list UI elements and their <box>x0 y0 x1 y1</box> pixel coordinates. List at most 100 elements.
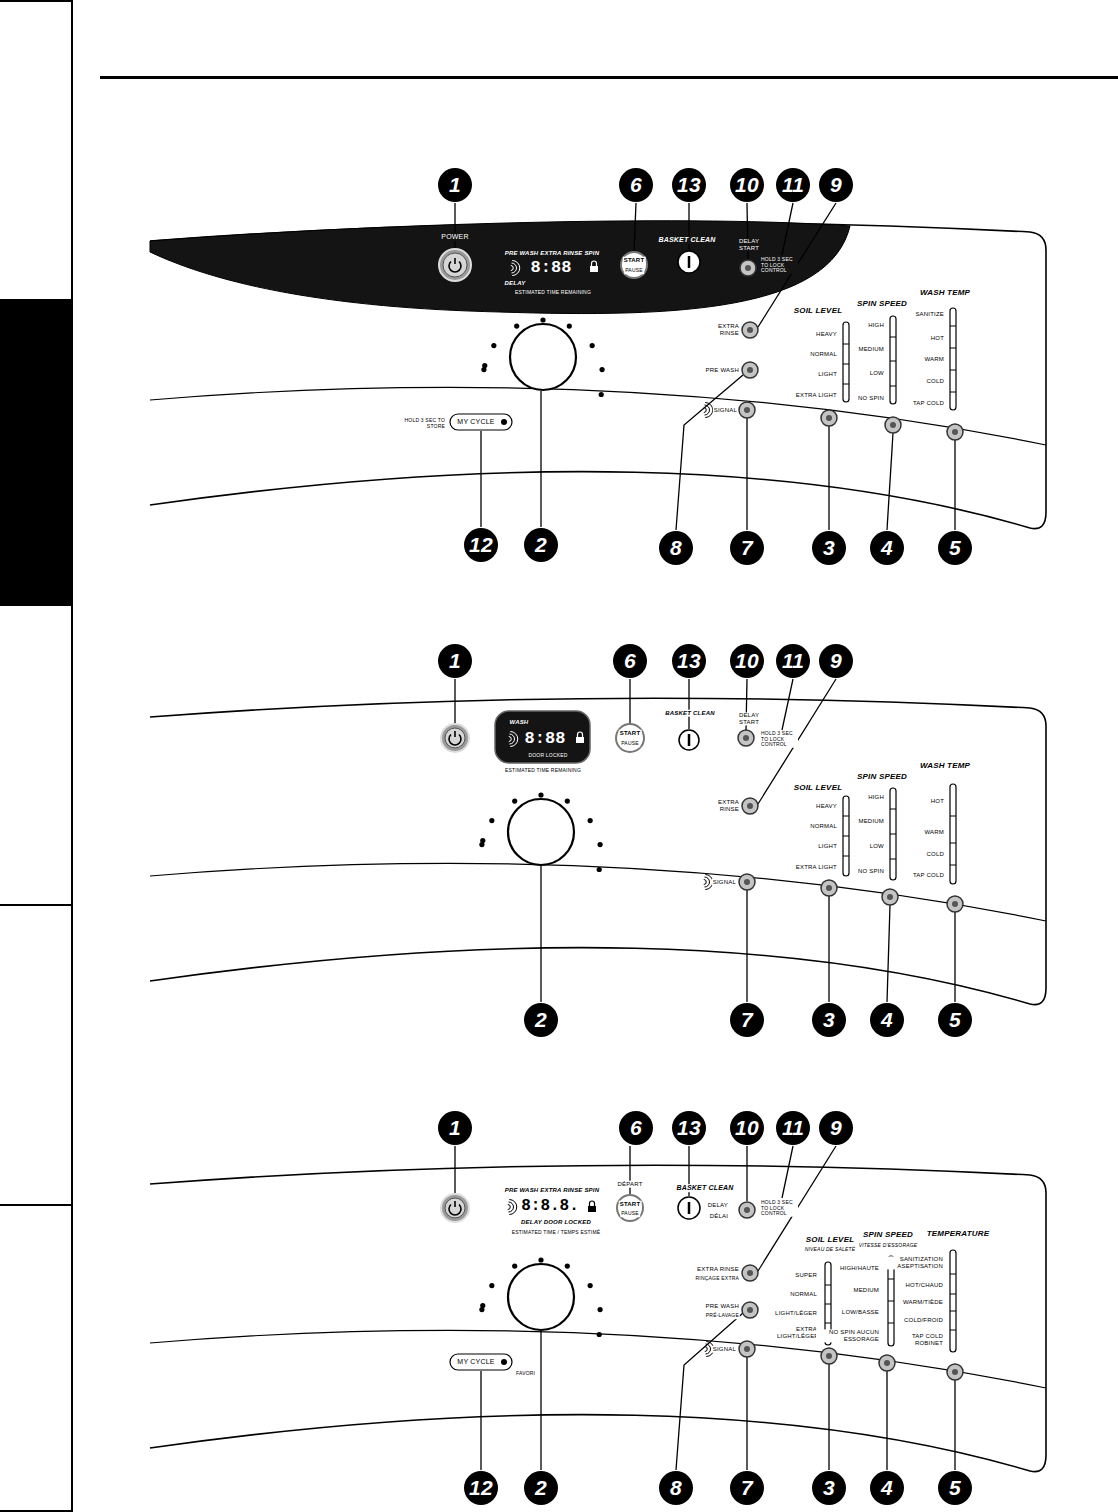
slider-tick <box>843 364 849 365</box>
control-button <box>947 896 963 912</box>
control-button <box>678 251 700 273</box>
control-button <box>952 1369 958 1375</box>
side-tab <box>0 1510 72 1512</box>
callout-number: 5 <box>949 536 961 559</box>
side-tab <box>0 0 72 2</box>
panel-label: START <box>623 257 646 264</box>
dial-dot <box>482 363 487 368</box>
dial-dot <box>588 818 593 823</box>
slider-tick <box>843 856 849 857</box>
power-icon <box>454 1201 456 1207</box>
slider-track <box>950 308 956 410</box>
control-button <box>747 367 753 373</box>
control-button <box>747 1270 753 1276</box>
callout-number: 7 <box>741 1008 753 1031</box>
panel-label: TAP COLD <box>912 400 945 407</box>
panel-label: HEAVY <box>815 803 838 810</box>
panel-label: PAUSE <box>624 268 644 274</box>
leader-line <box>676 1313 743 1470</box>
callout-number: 8 <box>670 1476 682 1499</box>
callout-number: 12 <box>469 533 493 556</box>
control-button <box>742 1265 758 1281</box>
slider-tick <box>950 1330 956 1331</box>
control-panel <box>150 221 1046 529</box>
callout-circle <box>938 1003 972 1037</box>
control-button <box>947 1364 963 1380</box>
control-button <box>739 1202 755 1218</box>
control-button <box>443 253 467 277</box>
lock-icon <box>576 737 584 743</box>
slider-tick <box>950 348 956 349</box>
control-button <box>743 735 749 741</box>
callout-number: 8 <box>670 536 682 559</box>
panel-band <box>150 221 850 314</box>
slider-tick <box>890 337 896 338</box>
callout-circle <box>776 1111 810 1145</box>
signal-icon <box>705 877 710 887</box>
callout-number: 9 <box>830 649 842 672</box>
dial-dot <box>489 1283 494 1288</box>
callout-circle <box>730 168 764 202</box>
panel-label: DELAY START <box>733 712 765 725</box>
callout-number: 3 <box>823 536 835 559</box>
panel-label: HIGH <box>867 322 885 329</box>
my-cycle-oval <box>501 1359 507 1365</box>
control-button <box>742 362 758 378</box>
panel-label: LOW/BASSE <box>841 1309 880 1316</box>
signal-icon <box>510 734 515 744</box>
panel-label: HOT/CHAUD <box>905 1282 944 1289</box>
slider-tick <box>950 1274 956 1275</box>
callout-circle <box>730 644 764 678</box>
control-button <box>890 422 896 428</box>
control-button <box>745 265 751 271</box>
panel-label: LIGHT/LÉGER <box>774 1310 818 1317</box>
dial-knob <box>510 324 576 390</box>
control-button <box>742 1302 758 1318</box>
leader-line <box>540 1331 541 1470</box>
signal-icon <box>510 732 518 747</box>
dial-dot <box>565 1263 570 1268</box>
callout-circle <box>619 168 653 202</box>
power-icon <box>454 258 456 264</box>
callout-number: 10 <box>735 649 759 672</box>
panel-label: EXTRA LIGHT <box>795 864 838 871</box>
panel-label: ESTIMATED TIME / TEMPS ESTIMÉ <box>511 1230 602 1236</box>
slider-track <box>890 316 896 404</box>
panel-label: DELAY DOOR LOCKED <box>520 1219 592 1226</box>
panel-label: HOLD 3 SEC TO STORE <box>400 418 446 429</box>
panel-label: MEDIUM <box>857 346 885 353</box>
panel-label: COLD/FROID <box>903 1317 944 1324</box>
control-button <box>826 885 832 891</box>
signal-icon <box>705 405 710 415</box>
slider-tick <box>888 1301 894 1302</box>
callout-circle <box>438 1111 472 1145</box>
signal-icon <box>705 1347 708 1352</box>
dial-dot <box>512 1263 517 1268</box>
panel-label: SANITIZE <box>914 311 945 318</box>
panel-label: 8:88 <box>524 730 567 749</box>
panel-label: COLD <box>926 378 945 385</box>
panel-label: LOW <box>869 370 885 377</box>
signal-icon <box>704 408 707 413</box>
slider-tick <box>950 1311 956 1312</box>
panel-label: LIGHT <box>817 371 838 378</box>
control-button <box>821 410 837 426</box>
display-window <box>495 711 590 763</box>
panel-label: SOIL LEVEL <box>805 1236 856 1245</box>
callout-circle <box>659 531 693 565</box>
control-button <box>616 724 644 752</box>
slider-track <box>890 788 896 880</box>
panel-label: SOIL LEVEL <box>793 784 844 793</box>
panel-label: POWER <box>440 233 469 241</box>
control-button <box>947 424 963 440</box>
control-button <box>742 798 758 814</box>
panel-label: EXTRA LIGHT <box>795 392 838 399</box>
panel-label: HOLD 3 SEC TO LOCK CONTROL <box>760 1200 798 1217</box>
callout-number: 10 <box>735 173 759 196</box>
slider-tick <box>843 344 849 345</box>
callout-circle <box>659 1471 693 1505</box>
control-button <box>879 1355 895 1371</box>
panel-label: NO SPIN AUCUN ESSORAGE <box>816 1329 880 1342</box>
panel-label: NORMAL <box>809 351 838 358</box>
slider-tick <box>950 865 956 866</box>
